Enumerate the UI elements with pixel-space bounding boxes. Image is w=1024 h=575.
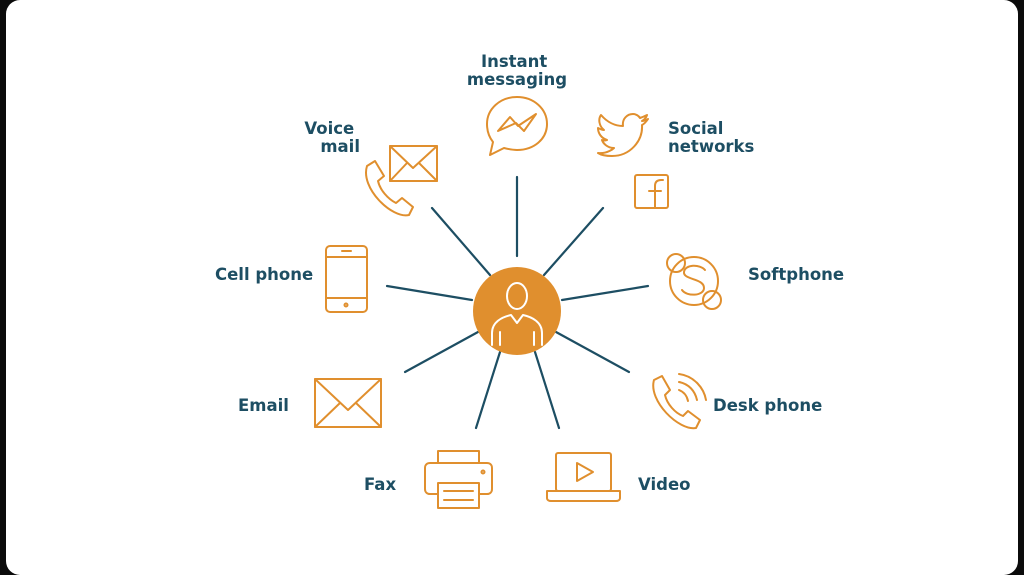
node-softphone: Softphone [666,253,844,310]
hub-circle [473,267,561,355]
spoke-fax [474,350,502,430]
label-line: Social [668,119,723,138]
spoke-social-networks [542,206,605,277]
label-cell-phone: Cell phone [215,265,313,284]
twitter-icon [597,113,649,157]
laptop-video-icon [546,452,621,502]
skype-icon [666,253,722,310]
phone-ringing-icon [652,373,707,430]
node-voice-mail: Voice mail [304,119,438,217]
label-line: mail [320,137,360,156]
label-line: networks [668,137,755,156]
label-line: Email [238,396,289,415]
envelope-icon [314,378,382,428]
label-instant-messaging: Instant messaging [467,52,567,89]
node-fax: Fax [364,450,493,509]
node-social-networks: Social networks [597,113,755,209]
label-video: Video [638,475,690,494]
node-email: Email [238,378,382,428]
fax-printer-icon [424,450,493,509]
envelope-icon [389,145,438,182]
center-hub [473,267,561,355]
spoke-video [533,350,561,430]
spokes [385,175,650,430]
label-voice-mail: Voice mail [304,119,360,156]
label-line: Cell phone [215,265,313,284]
handset-icon [365,160,414,217]
label-social-networks: Social networks [668,119,755,156]
spoke-desk-phone [554,330,631,374]
spoke-cell-phone [385,284,474,302]
label-line: Video [638,475,690,494]
smartphone-icon [325,245,368,313]
node-desk-phone: Desk phone [652,373,822,430]
label-line: Fax [364,475,396,494]
label-email: Email [238,396,289,415]
label-softphone: Softphone [748,265,844,284]
spoke-voice-mail [430,206,492,277]
facebook-icon [634,174,669,209]
messenger-icon [486,96,548,156]
node-instant-messaging: Instant messaging [467,52,567,156]
label-desk-phone: Desk phone [713,396,822,415]
person-icon [491,282,543,346]
label-line: messaging [467,70,567,89]
communication-channels-diagram: Instant messaging Social networks [215,52,844,509]
spoke-softphone [560,284,650,302]
node-cell-phone: Cell phone [215,245,368,313]
label-line: Softphone [748,265,844,284]
label-line: Voice [304,119,354,138]
node-video: Video [546,452,690,502]
spoke-email [403,330,480,374]
label-line: Desk phone [713,396,822,415]
label-line: Instant [481,52,547,71]
slide-frame: Instant messaging Social networks [6,0,1018,575]
label-fax: Fax [364,475,396,494]
